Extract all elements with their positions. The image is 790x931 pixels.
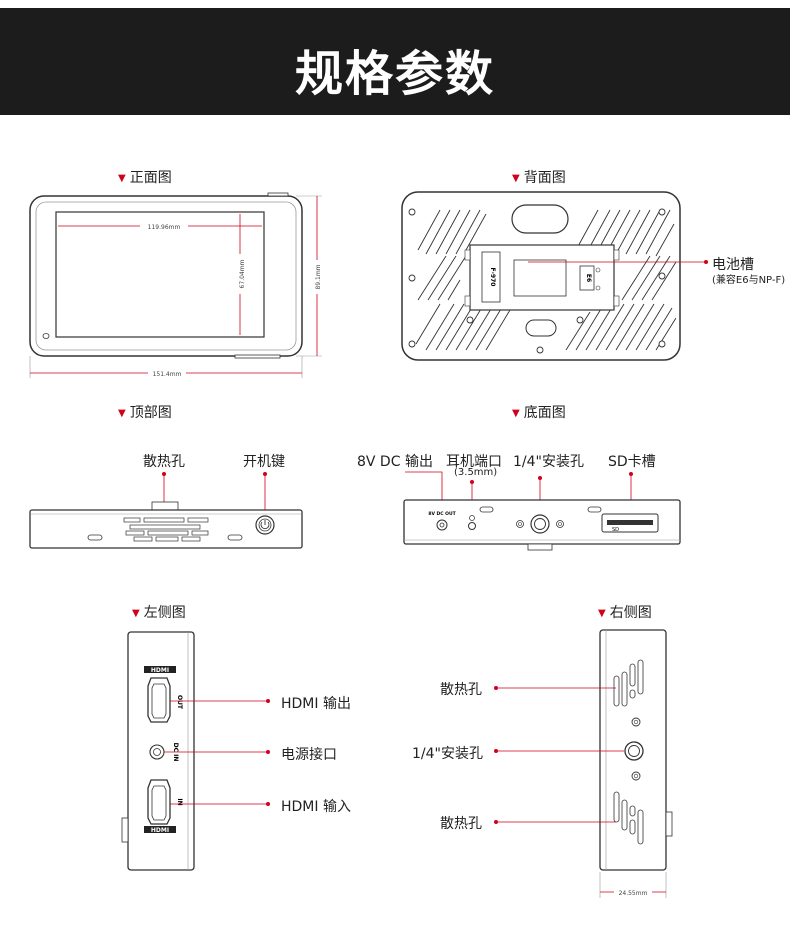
earphone-port	[468, 522, 476, 530]
battery-compat-callout: (兼容E6与NP-F)	[712, 275, 786, 286]
top-vent-grid	[123, 517, 209, 542]
power-key-callout: 开机键	[243, 454, 285, 470]
right-vent-top	[613, 659, 644, 707]
back-screws	[408, 208, 666, 354]
plate-label-a: F-970	[489, 268, 496, 287]
left-view-label: ▼左侧图	[132, 605, 186, 621]
right-vent-bottom	[613, 791, 644, 845]
hdmi-in-port	[147, 779, 171, 825]
back-vent-slots	[415, 209, 676, 351]
triangle-icon: ▼	[598, 608, 606, 619]
back-top-cutout	[511, 204, 569, 234]
triangle-icon: ▼	[118, 408, 126, 419]
right-mount-callout: 1/4"安装孔	[412, 746, 483, 762]
dc-in-callout: 电源接口	[281, 747, 337, 763]
front-view-label: ▼正面图	[118, 170, 172, 186]
triangle-icon: ▼	[512, 408, 520, 419]
right-view-label: ▼右侧图	[598, 605, 652, 621]
in-tag: IN	[176, 798, 183, 805]
monitor-screen	[55, 211, 265, 338]
power-icon	[260, 521, 270, 530]
triangle-icon: ▼	[118, 173, 126, 184]
hdmi-out-port	[147, 677, 171, 723]
sd-tag: SD	[612, 527, 619, 533]
dc-out-tag: 8V DC OUT	[428, 511, 456, 517]
front-top-button	[267, 192, 289, 197]
back-bottom-cutout	[525, 319, 557, 337]
hdmi-out-callout: HDMI 输出	[281, 696, 351, 712]
body-height-dim: 89.1mm	[315, 264, 322, 289]
dc-out-port	[436, 519, 448, 531]
hdmi-in-callout: HDMI 输入	[281, 799, 351, 815]
back-view-label: ▼背面图	[512, 170, 566, 186]
triangle-icon: ▼	[512, 173, 520, 184]
svg-text:HDMI: HDMI	[151, 667, 169, 674]
light-sensor	[42, 333, 50, 339]
plate-label-b: E6	[585, 274, 592, 282]
body-width-dim: 151.4mm	[153, 371, 182, 378]
mount-callout: 1/4"安装孔	[513, 454, 584, 470]
triangle-icon: ▼	[132, 608, 140, 619]
svg-text:HDMI: HDMI	[151, 827, 169, 834]
headphone-icon	[469, 515, 475, 521]
screen-height-dim: 67.04mm	[239, 259, 246, 288]
dc-out-callout: 8V DC 输出	[357, 454, 433, 470]
bottom-view-label: ▼底面图	[512, 405, 566, 421]
top-view-label: ▼顶部图	[118, 405, 172, 421]
out-tag: OUT	[176, 695, 183, 710]
bottom-mount-hole	[530, 514, 550, 534]
right-vent-bottom-callout: 散热孔	[440, 816, 482, 832]
right-vent-top-callout: 散热孔	[440, 682, 482, 698]
depth-dim: 24.55mm	[619, 890, 648, 897]
right-mount-hole	[624, 741, 644, 761]
monitor-front-bezel	[35, 201, 297, 351]
top-vent-callout: 散热孔	[143, 454, 185, 470]
header-banner: 规格参数	[0, 8, 790, 115]
earphone-callout: 耳机端口	[446, 454, 502, 470]
battery-slot-callout: 电池槽	[712, 257, 754, 273]
sd-slot-callout: SD卡槽	[608, 454, 656, 470]
hdmi-logo-top	[144, 666, 176, 673]
page-title: 规格参数	[294, 46, 495, 102]
earphone-size-callout: (3.5mm)	[454, 467, 498, 478]
screen-width-dim: 119.96mm	[148, 224, 181, 231]
hdmi-logo-bottom	[144, 826, 176, 833]
front-bottom-ridge	[234, 354, 281, 359]
